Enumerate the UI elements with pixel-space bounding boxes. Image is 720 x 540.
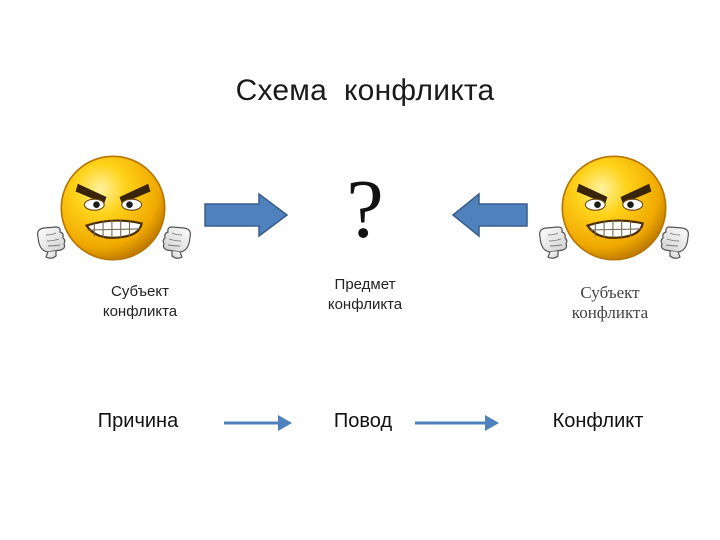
diagram-title: Схема конфликта: [235, 74, 495, 107]
pointing-hand-icon: [36, 226, 66, 259]
arrow-right-thin: [415, 415, 499, 431]
subject-right-label: Субъект конфликта: [550, 283, 670, 323]
cause-label: Причина: [97, 410, 179, 432]
occasion-label: Повод: [333, 410, 393, 432]
question-mark: ?: [346, 163, 384, 256]
subject-left-label: Субъект конфликта: [80, 282, 200, 322]
object-label: Предмет конфликта: [300, 275, 430, 315]
subject-left-line2: конфликта: [102, 303, 178, 320]
pointing-hand-icon: [538, 226, 568, 259]
conflict-label: Конфликт: [552, 410, 644, 432]
arrow-right-block: [204, 192, 289, 238]
arrow-left-block: [451, 192, 528, 238]
angry-face-icon: [561, 155, 667, 261]
subject-left-line1: Субъект: [111, 283, 169, 300]
subject-right-line1: Субъект: [580, 283, 640, 302]
subject-right-line2: конфликта: [571, 303, 649, 322]
object-line1: Предмет: [334, 276, 396, 293]
pointing-hand-icon: [162, 226, 191, 259]
pointing-hand-icon: [660, 226, 690, 259]
arrow-right-thin: [224, 415, 292, 431]
object-line2: конфликта: [327, 296, 403, 313]
angry-face-icon: [60, 155, 166, 261]
